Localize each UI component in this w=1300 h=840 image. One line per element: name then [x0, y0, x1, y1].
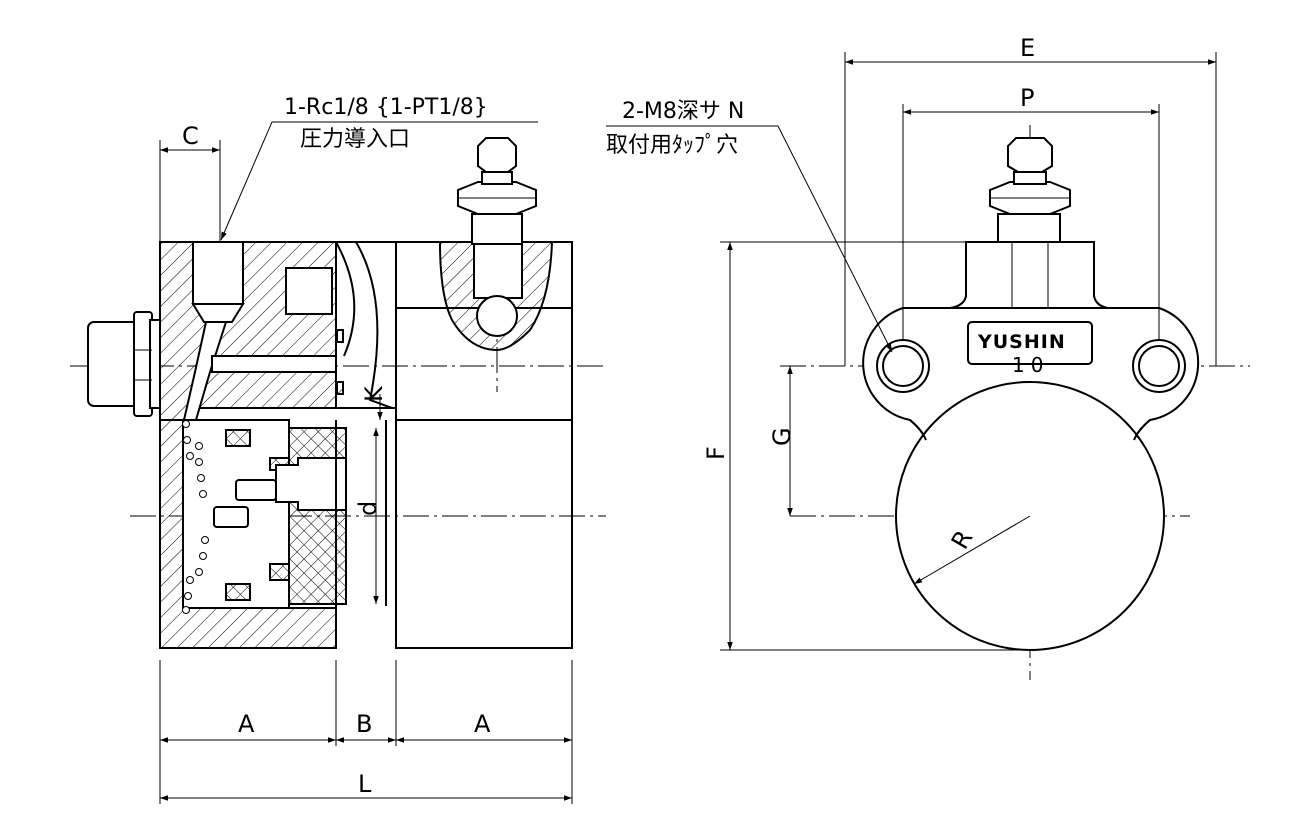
brand-name: YUSHIN: [977, 331, 1066, 353]
seal-bottom: [225, 583, 251, 601]
front-view: YUSHIN 10 E P F G R: [606, 34, 1250, 680]
tap-spec-label: 2-M8深サ N: [622, 99, 744, 124]
brand-model: 10: [1012, 353, 1049, 377]
wedge-curve-2: [355, 241, 393, 409]
dim-C-label: C: [182, 122, 199, 150]
dim-F-label: F: [702, 446, 730, 460]
brand-plate: [967, 321, 1093, 365]
front-grease-nipple: [989, 137, 1071, 308]
side-plug: [87, 311, 161, 417]
port-spec-label: 1-Rc1/8 {1-PT1/8}: [284, 95, 488, 120]
plunger: [235, 479, 277, 501]
port-bore: [192, 241, 244, 305]
dim-G-label: G: [768, 427, 796, 446]
seal-top: [225, 429, 251, 447]
upper-cavity: [285, 267, 333, 315]
cross-channel: [211, 355, 337, 373]
dim-L-label: L: [358, 770, 372, 798]
dim-d-label: d: [354, 501, 382, 516]
check-ball: [476, 295, 518, 337]
dim-A-left-label: A: [238, 710, 255, 738]
dim-P-label: P: [1020, 84, 1034, 112]
dim-E-label: E: [1020, 34, 1035, 62]
port-bore-tip: [191, 303, 245, 323]
dim-K-label: K: [360, 385, 388, 402]
grease-nipple: [457, 137, 537, 245]
dim-A-right-label: A: [474, 710, 491, 738]
piston-bore: [275, 457, 347, 511]
spring: [182, 420, 209, 614]
wedge-curve-1: [335, 241, 356, 357]
pin: [213, 506, 249, 528]
tap-desc-label: 取付用ﾀｯﾌﾟ穴: [606, 133, 738, 158]
nipple-thread: [473, 241, 523, 299]
port-desc-label: 圧力導入口: [300, 127, 410, 152]
top-boss: [949, 241, 1109, 309]
dim-B-label: B: [356, 710, 372, 738]
section-view: K d C 1-Rc1/8 {1-PT1/8} 圧力導入口 A B A L: [70, 95, 606, 804]
